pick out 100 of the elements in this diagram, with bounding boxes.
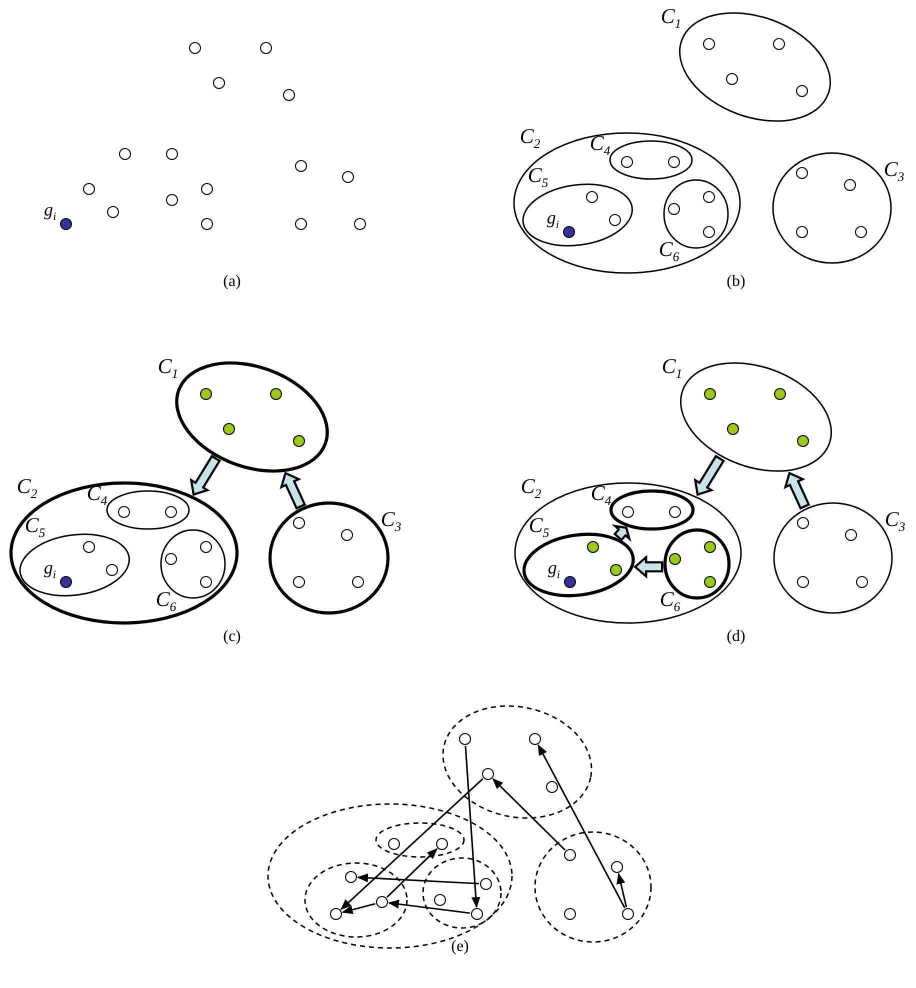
data-point <box>352 576 364 588</box>
data-point <box>482 768 494 780</box>
data-point <box>107 206 119 218</box>
data-point <box>774 388 786 400</box>
point-label: g$_{i}$ <box>548 558 560 582</box>
cluster-label: C$_{5}$ <box>528 514 550 540</box>
data-point <box>855 226 867 238</box>
arrow <box>492 778 566 851</box>
cluster-label: C$_{4}$ <box>590 132 610 158</box>
point-label: g$_{i}$ <box>44 558 56 582</box>
data-point <box>341 529 353 541</box>
data-point <box>727 423 739 435</box>
panel-caption: (a) <box>223 273 241 291</box>
data-point <box>118 506 130 518</box>
cluster-label: C$_{1}$ <box>158 356 178 380</box>
data-point <box>622 506 634 518</box>
data-point <box>201 218 213 230</box>
data-point <box>586 191 598 203</box>
panel-caption: (c) <box>223 628 241 646</box>
data-point <box>844 179 856 191</box>
data-point <box>295 160 307 172</box>
data-point <box>703 38 715 50</box>
data-point <box>669 553 681 565</box>
data-point <box>283 89 295 101</box>
data-point <box>345 871 357 883</box>
arrow <box>340 778 484 910</box>
arrow <box>386 848 438 898</box>
data-point <box>668 156 680 168</box>
data-point <box>295 218 307 230</box>
data-point <box>201 183 213 195</box>
data-point <box>293 576 305 588</box>
data-point <box>796 226 808 238</box>
data-point <box>668 203 680 215</box>
cluster-label: C$_{2}$ <box>520 476 542 500</box>
cluster-label: C$_{4}$ <box>590 482 612 508</box>
arrow <box>388 900 470 914</box>
data-point <box>704 541 716 553</box>
cluster-label: C$_{3}$ <box>884 158 904 184</box>
data-point <box>260 42 272 54</box>
data-point <box>82 541 95 553</box>
data-point <box>471 908 483 920</box>
data-point <box>528 732 541 745</box>
data-point <box>621 156 633 168</box>
block-arrow <box>190 454 222 496</box>
arrow <box>342 903 376 914</box>
arrow <box>357 873 480 884</box>
block-arrow <box>784 472 810 510</box>
data-point <box>704 576 716 588</box>
data-point <box>797 576 809 588</box>
data-point <box>564 849 576 861</box>
cluster-label: C$_{3}$ <box>884 508 906 534</box>
block-arrow <box>280 472 306 510</box>
data-point <box>213 77 225 89</box>
data-point <box>611 861 623 873</box>
data-point <box>703 191 715 203</box>
data-point <box>293 435 305 447</box>
data-point <box>342 171 354 183</box>
data-point <box>270 388 282 400</box>
panel-caption: (d) <box>726 628 746 646</box>
cluster-label: C$_{5}$ <box>24 514 46 540</box>
block-arrow <box>694 454 726 496</box>
data-point <box>856 576 868 588</box>
point-label: g$_{i}$ <box>44 200 56 224</box>
cluster-label: C$_{1}$ <box>660 6 682 30</box>
data-point <box>703 226 715 238</box>
data-point <box>797 435 809 447</box>
arrow <box>616 872 628 908</box>
data-point <box>166 194 178 206</box>
data-point <box>293 517 305 529</box>
data-point <box>388 838 400 850</box>
data-point <box>773 38 785 50</box>
data-point <box>726 73 738 85</box>
cluster-label: C$_{2}$ <box>520 126 540 150</box>
data-point <box>546 780 558 793</box>
data-point <box>436 838 448 850</box>
data-point <box>622 908 634 920</box>
data-point <box>376 896 388 908</box>
cluster-label: C$_{2}$ <box>16 476 38 500</box>
cluster-label: C$_{6}$ <box>156 588 176 614</box>
data-point <box>166 148 178 160</box>
data-point <box>165 506 177 518</box>
panel-caption: (b) <box>726 273 746 291</box>
data-point <box>704 388 716 400</box>
data-point <box>586 541 599 553</box>
data-point <box>330 908 342 920</box>
data-point <box>200 541 212 553</box>
data-point <box>200 388 212 400</box>
data-point <box>608 214 621 226</box>
data-point <box>189 42 201 54</box>
data-point <box>106 564 118 576</box>
data-point <box>434 894 446 906</box>
data-point <box>165 553 177 565</box>
point-label: g$_{i}$ <box>546 208 560 232</box>
arrow <box>538 744 626 908</box>
cluster-label: C$_{3}$ <box>380 508 402 534</box>
data-point <box>796 167 808 179</box>
block-arrow <box>633 554 664 579</box>
data-point <box>458 732 471 745</box>
cluster-label: C$_{1}$ <box>662 356 682 380</box>
data-point <box>480 878 492 890</box>
